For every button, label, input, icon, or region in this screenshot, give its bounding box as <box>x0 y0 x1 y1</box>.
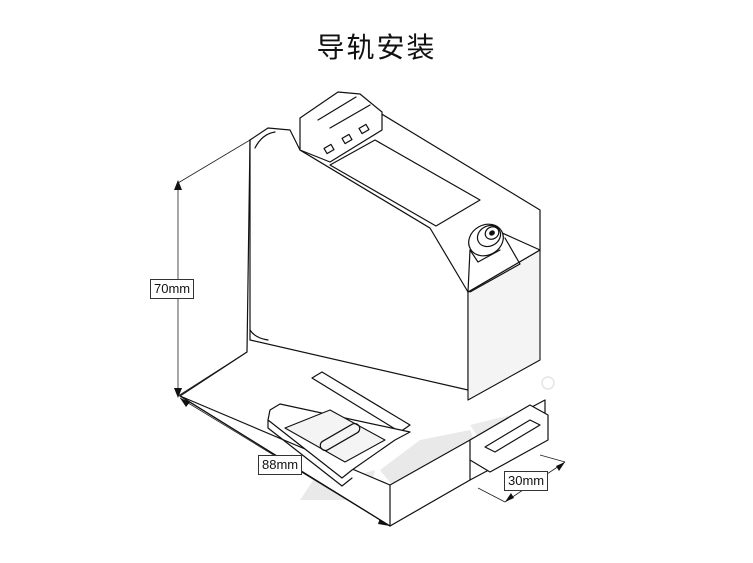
device-housing <box>246 91 541 401</box>
terminal-icon <box>323 123 370 155</box>
length-label: 88mm <box>258 455 303 475</box>
height-dimension <box>174 139 251 398</box>
height-label: 70mm <box>150 279 195 299</box>
page-title: 导轨安装 <box>316 31 437 64</box>
width-label: 30mm <box>504 471 549 491</box>
fitting-connector-icon <box>468 223 504 263</box>
din-rail <box>267 371 411 487</box>
mounting-foot <box>469 404 549 481</box>
